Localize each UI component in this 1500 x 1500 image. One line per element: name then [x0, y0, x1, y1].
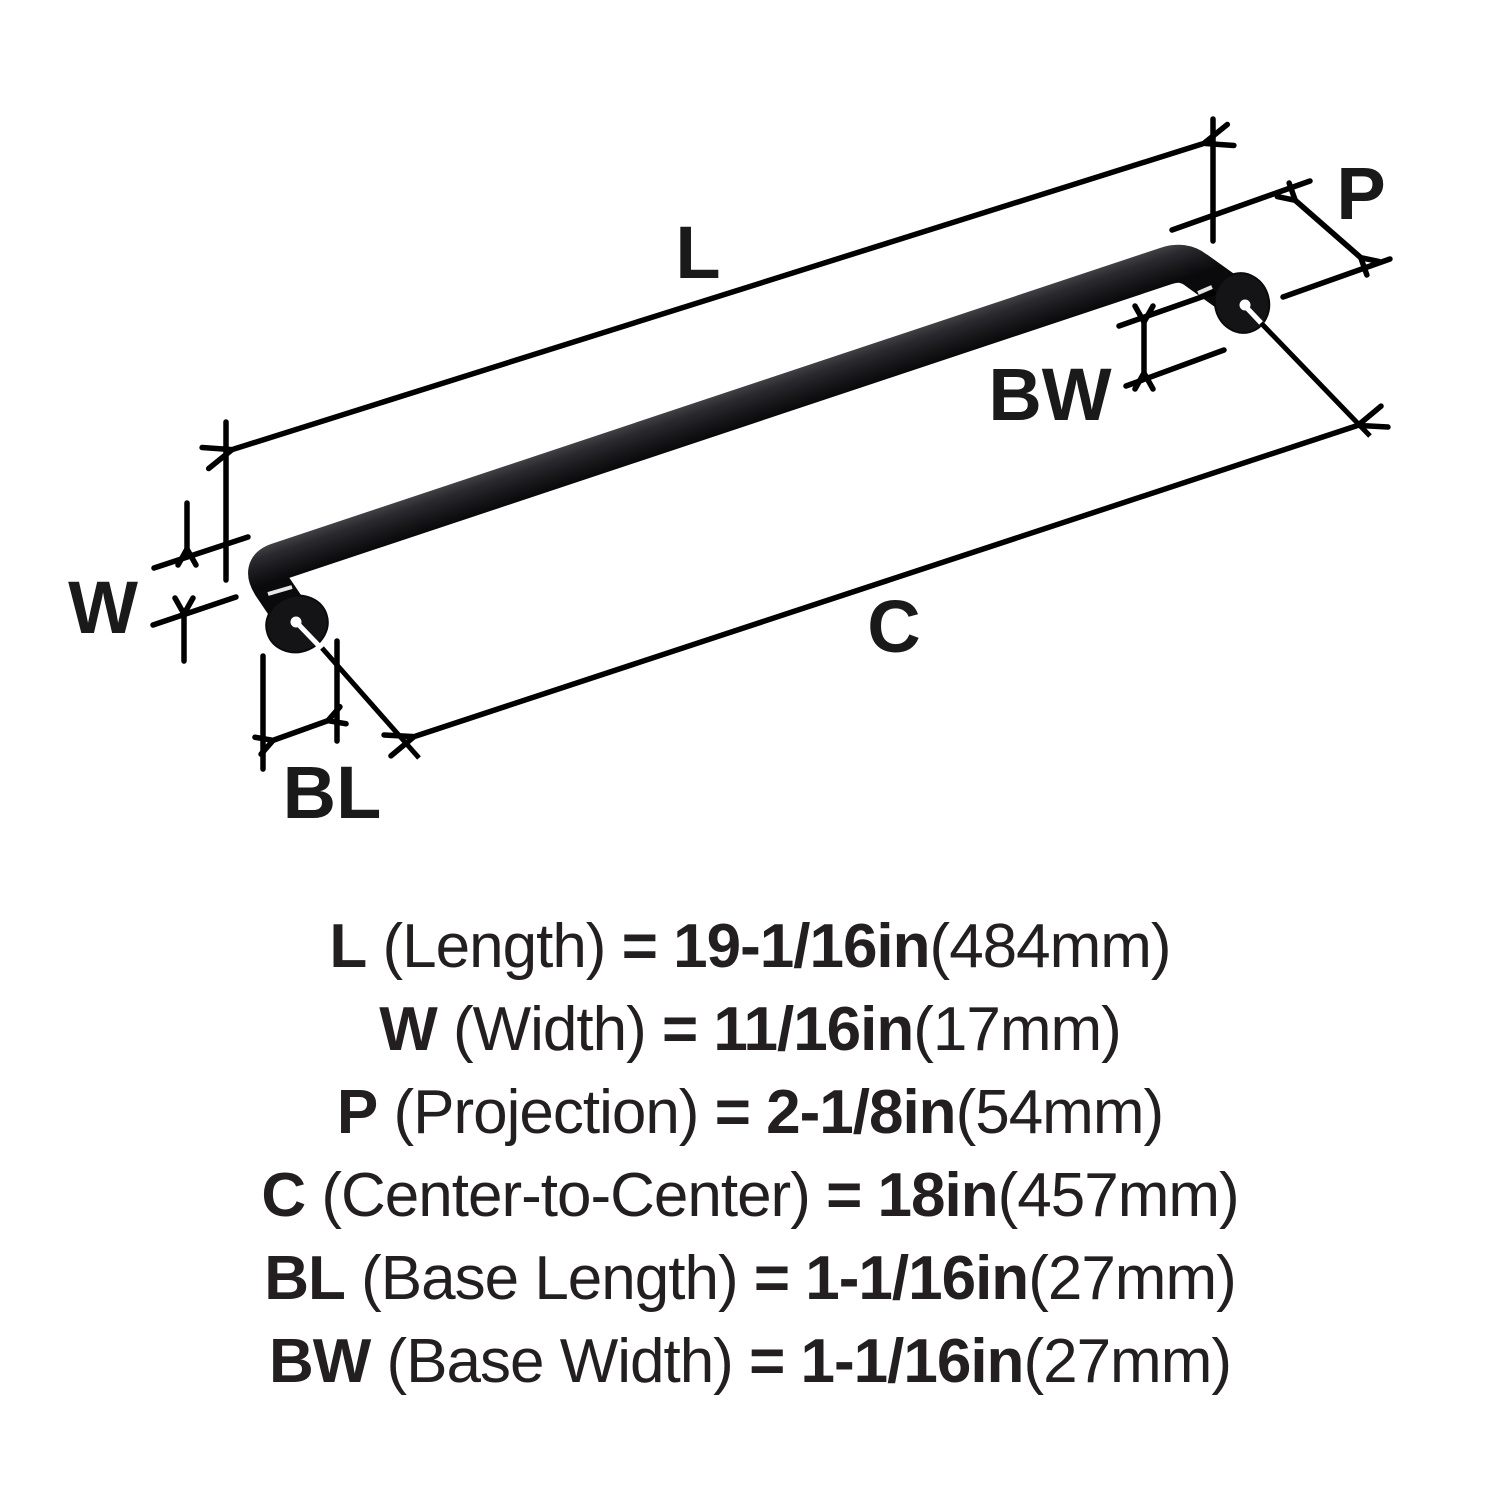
dimension-L: [199, 116, 1237, 583]
spec-value: 18in: [877, 1161, 999, 1230]
label-L: L: [675, 211, 720, 294]
bw-line-lower: [1123, 347, 1227, 389]
spec-label: BL: [264, 1244, 346, 1313]
l-dimension-line: [199, 121, 1237, 472]
spec-descriptor: (Width): [452, 995, 647, 1064]
label-BL: BL: [283, 751, 382, 834]
label-W: W: [68, 566, 138, 649]
spec-line-base-width: BW (Base Width) = 1-1/16in(27mm): [0, 1320, 1500, 1403]
p-line-upper: [1169, 178, 1313, 233]
dimension-P: [1169, 178, 1393, 300]
spec-descriptor: (Projection): [393, 1078, 699, 1147]
left-center-extension-white: [296, 622, 325, 652]
dimension-BL: [252, 638, 349, 772]
spec-metric: (54mm): [955, 1078, 1165, 1147]
bl-arrow: [252, 704, 349, 757]
spec-equals: =: [753, 1244, 790, 1313]
spec-value: 1-1/16in: [805, 1244, 1029, 1313]
label-C: C: [867, 585, 920, 668]
w-line-upper: [151, 534, 251, 571]
spec-metric: (457mm): [997, 1161, 1240, 1230]
spec-metric: (17mm): [913, 995, 1122, 1064]
spec-label: W: [379, 995, 438, 1064]
spec-value: 11/16in: [713, 995, 914, 1064]
w-line-lower: [150, 594, 239, 628]
spec-text-block: L (Length) = 19-1/16in(484mm) W (Width) …: [0, 905, 1500, 1403]
c-dimension-line: [381, 403, 1391, 759]
spec-label: L: [329, 912, 367, 981]
bw-line-upper: [1116, 290, 1216, 329]
spec-descriptor: (Length): [382, 912, 607, 981]
spec-equals: =: [621, 912, 658, 981]
spec-equals: =: [714, 1078, 751, 1147]
spec-line-center-to-center: C (Center-to-Center) = 18in(457mm): [0, 1154, 1500, 1237]
p-arrow: [1274, 180, 1382, 278]
spec-equals: =: [826, 1161, 862, 1230]
spec-label: BW: [268, 1327, 371, 1396]
spec-descriptor: (Base Length): [361, 1244, 738, 1313]
spec-descriptor: (Base Width): [386, 1327, 734, 1396]
spec-line-length: L (Length) = 19-1/16in(484mm): [0, 905, 1500, 988]
dimension-C: [381, 403, 1391, 759]
spec-metric: (484mm): [929, 912, 1172, 981]
spec-descriptor: (Center-to-Center): [321, 1161, 810, 1230]
spec-value: 19-1/16in: [673, 912, 930, 981]
p-line-lower: [1280, 256, 1393, 300]
spec-label: C: [261, 1161, 306, 1230]
dimension-BW: [1116, 290, 1227, 392]
label-BW: BW: [988, 353, 1111, 436]
spec-value: 2-1/8in: [766, 1078, 956, 1147]
handle-bar: [248, 244, 1261, 642]
spec-metric: (27mm): [1023, 1327, 1232, 1396]
right-center-extension-white: [1244, 305, 1265, 327]
left-flange-highlight: [267, 585, 293, 596]
spec-value: 1-1/16in: [800, 1327, 1025, 1396]
spec-metric: (27mm): [1028, 1244, 1237, 1313]
spec-equals: =: [749, 1327, 785, 1396]
spec-line-base-length: BL (Base Length) = 1-1/16in(27mm): [0, 1237, 1500, 1320]
spec-equals: =: [661, 995, 698, 1064]
dimension-W: [150, 500, 251, 664]
label-P: P: [1336, 152, 1385, 235]
spec-line-projection: P (Projection) = 2-1/8in(54mm): [0, 1071, 1500, 1154]
spec-label: P: [336, 1078, 378, 1147]
spec-line-width: W (Width) = 11/16in(17mm): [0, 988, 1500, 1071]
right-center-extension: [1259, 321, 1372, 438]
